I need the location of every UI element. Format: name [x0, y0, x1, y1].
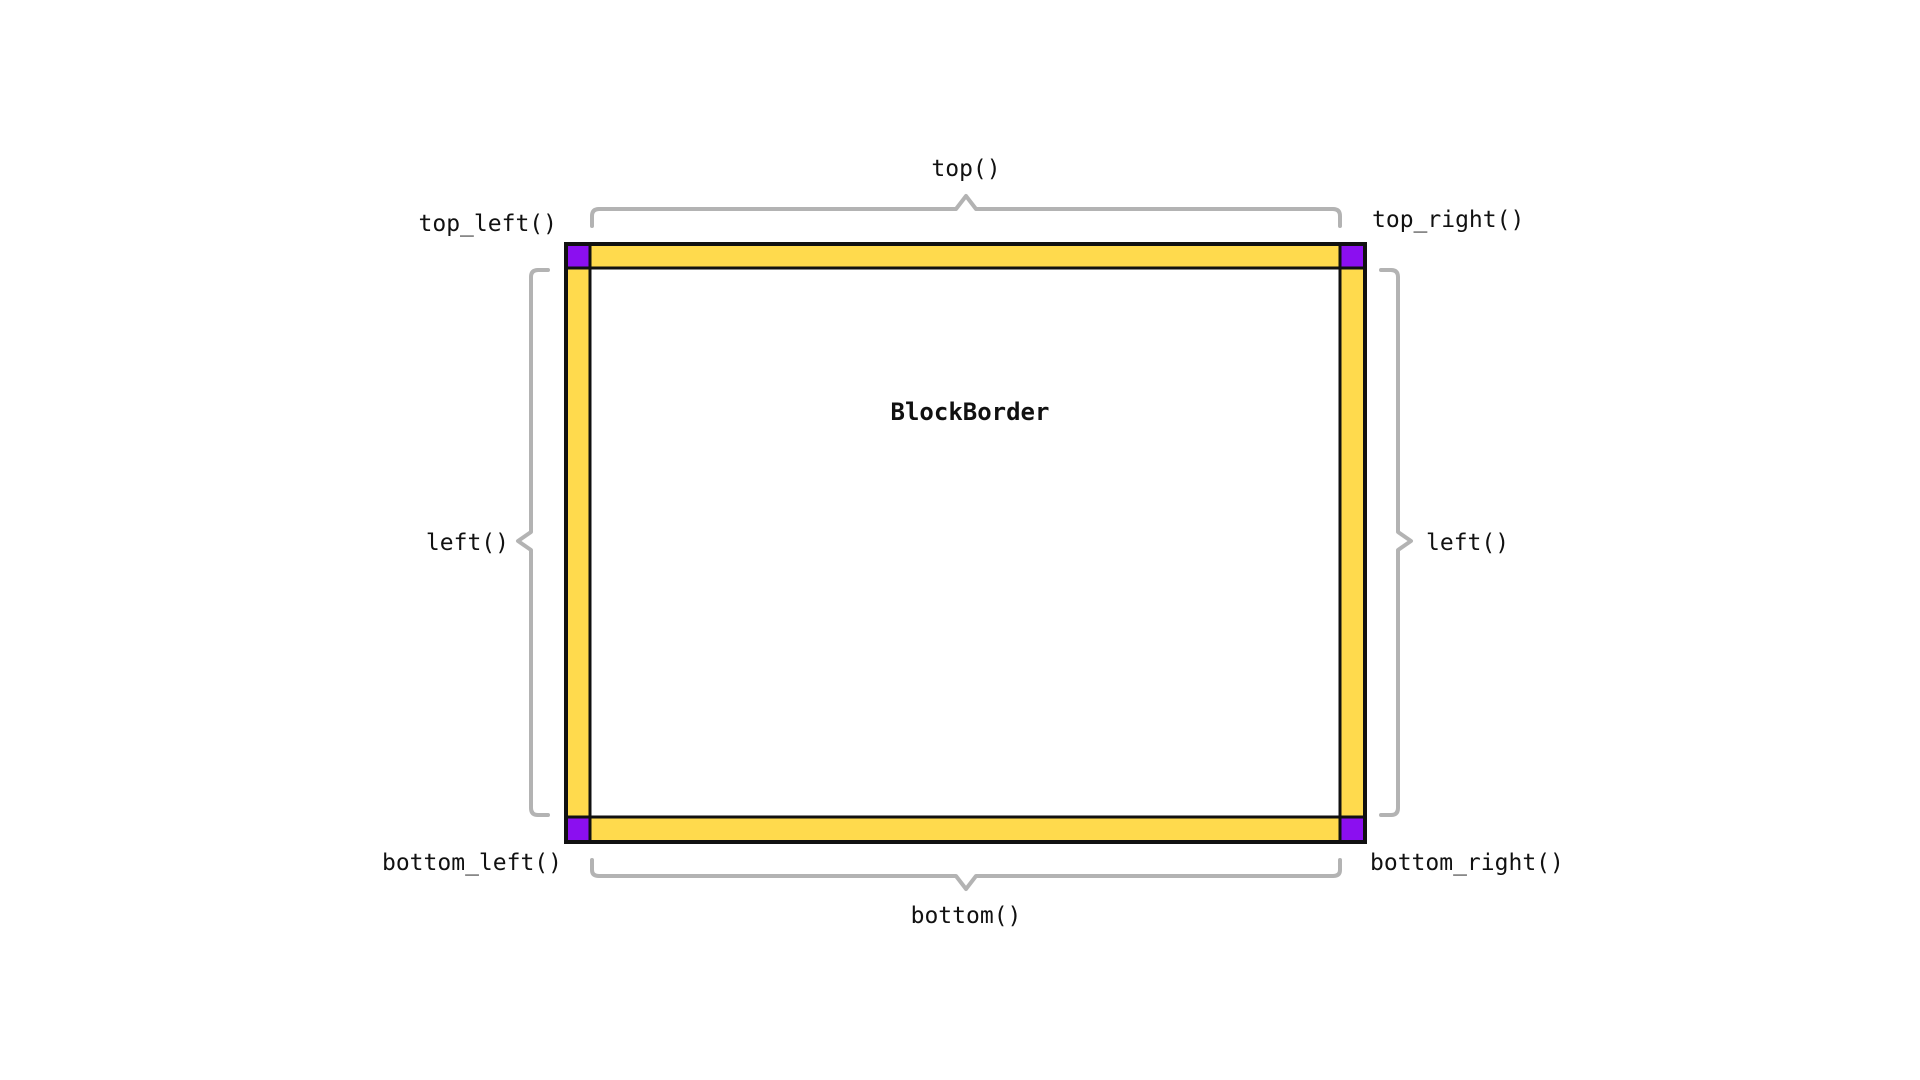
- top-label: top(): [931, 156, 1000, 182]
- bottom-label: bottom(): [911, 903, 1022, 929]
- top-right-corner: [1338, 242, 1367, 270]
- content-area: [588, 266, 1342, 819]
- left-edge: [564, 242, 592, 844]
- left-brace: [516, 268, 550, 817]
- top-right-label: top_right(): [1372, 207, 1524, 233]
- bottom-edge: [564, 815, 1352, 844]
- top-left-label: top_left(): [419, 211, 557, 237]
- bottom-left-corner: [564, 815, 592, 844]
- right-brace: [1379, 268, 1413, 817]
- top-edge: [564, 242, 1352, 270]
- diagram-title: BlockBorder: [891, 398, 1050, 426]
- top-brace: [590, 194, 1342, 228]
- right-label: left(): [1426, 530, 1509, 556]
- top-left-corner: [564, 242, 592, 270]
- left-label: left(): [426, 530, 509, 556]
- bottom-right-label: bottom_right(): [1370, 850, 1564, 876]
- bottom-right-corner: [1338, 815, 1367, 844]
- bottom-brace: [590, 858, 1342, 891]
- bottom-left-label: bottom_left(): [382, 850, 562, 876]
- right-edge: [1338, 242, 1367, 844]
- outer-frame: [564, 242, 1367, 844]
